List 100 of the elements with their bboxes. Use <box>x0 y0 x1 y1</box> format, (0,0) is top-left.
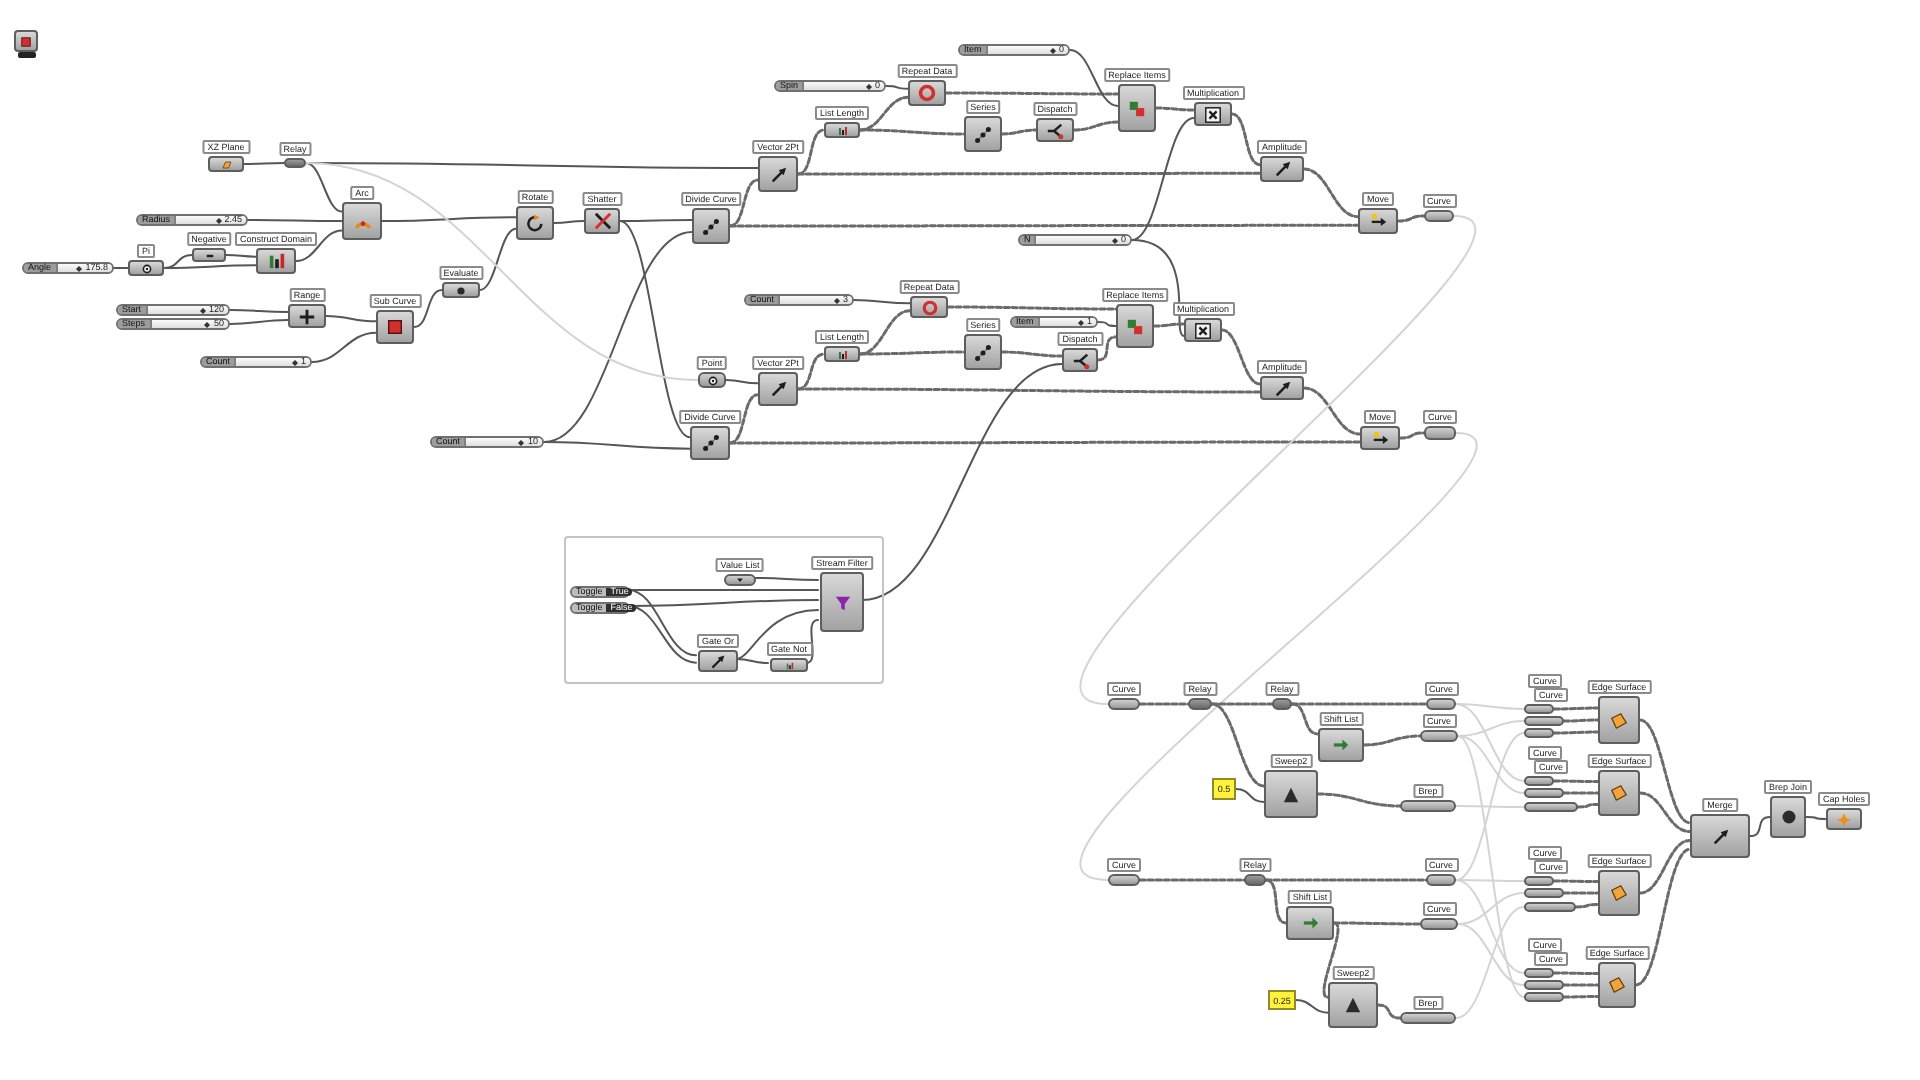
dashed-wire <box>728 178 760 228</box>
note-panel <box>1212 778 1236 800</box>
dashed-wire <box>1552 971 1600 975</box>
faint-wire <box>1455 879 1525 974</box>
wire <box>1295 999 1329 1014</box>
wire <box>479 227 517 291</box>
dashed-wire <box>1138 878 1246 882</box>
dashed-wire <box>728 440 1362 445</box>
faint-wire <box>1455 805 1525 808</box>
wire <box>543 441 691 450</box>
dashed-wire <box>1290 702 1320 736</box>
number-slider <box>116 318 230 330</box>
wire <box>885 85 909 90</box>
wire <box>725 379 759 385</box>
number-slider <box>744 294 854 306</box>
wire <box>735 609 819 660</box>
dashed-wire <box>1154 106 1196 112</box>
dashed-wire <box>1096 335 1118 362</box>
parameter-pill <box>1524 992 1564 1002</box>
wire <box>295 229 343 262</box>
wire <box>225 254 257 258</box>
faint-wire <box>1457 892 1525 925</box>
number-slider <box>1018 234 1132 246</box>
dashed-wire <box>1220 328 1262 386</box>
number-slider <box>116 304 230 316</box>
wire <box>381 216 517 222</box>
wire <box>861 363 1063 601</box>
parameter-pill <box>1524 704 1554 714</box>
dashed-wire <box>1316 792 1402 808</box>
number-slider <box>1010 316 1098 328</box>
dashed-wire <box>1638 718 1692 825</box>
wire <box>247 219 343 222</box>
number-slider <box>774 80 886 92</box>
wire <box>627 589 819 591</box>
dashed-wire <box>1210 702 1274 706</box>
dashed-wire <box>796 352 826 391</box>
wire <box>1131 239 1185 337</box>
wire <box>543 231 693 443</box>
faint-wire <box>1457 735 1525 794</box>
wire <box>1749 816 1771 837</box>
dashed-wire <box>858 128 966 136</box>
wire <box>243 162 285 165</box>
wire <box>163 264 257 269</box>
dashed-wire <box>1552 779 1600 783</box>
component-node <box>14 30 38 52</box>
dashed-wire <box>1634 847 1692 987</box>
wire <box>413 289 443 328</box>
faint-wire <box>1455 703 1525 710</box>
number-slider <box>136 214 248 226</box>
dashed-wire <box>1332 921 1422 926</box>
dashed-wire <box>1322 921 1340 999</box>
parameter-pill <box>1524 968 1554 978</box>
number-slider <box>958 44 1070 56</box>
parameter-pill <box>1524 980 1564 990</box>
dashed-wire <box>796 171 1262 176</box>
faint-wire <box>1457 720 1525 737</box>
faint-wire <box>1455 879 1525 882</box>
wire <box>735 658 769 664</box>
faint-wire <box>1455 732 1525 881</box>
dashed-wire <box>1638 838 1692 895</box>
boolean-toggle <box>570 586 630 598</box>
wire <box>229 319 289 325</box>
wire <box>229 309 289 313</box>
dashed-wire <box>1138 702 1190 706</box>
dashed-wire <box>796 128 826 176</box>
faint-wire <box>305 162 699 381</box>
wire <box>619 219 693 222</box>
dashed-wire <box>1152 322 1186 328</box>
parameter-pill <box>1524 888 1564 898</box>
dashed-wire <box>1574 903 1600 909</box>
dashed-wire <box>1264 878 1428 882</box>
wire <box>1235 788 1265 803</box>
parameter-pill <box>1524 716 1564 726</box>
group-frame <box>564 536 884 684</box>
dashed-wire <box>1376 1003 1402 1020</box>
faint-wire <box>1455 703 1525 782</box>
dashed-wire <box>1210 702 1266 788</box>
wire <box>627 589 697 657</box>
dashed-wire <box>1072 120 1120 132</box>
faint-wire <box>1457 923 1525 986</box>
parameter-pill <box>1524 802 1578 812</box>
dashed-wire <box>1576 803 1600 809</box>
dashed-wire <box>1562 995 1600 999</box>
dashed-wire <box>1562 718 1600 723</box>
wire <box>311 331 377 363</box>
dashed-wire <box>1230 112 1262 167</box>
dashed-wire <box>1000 350 1064 358</box>
wire <box>163 254 193 269</box>
parameter-pill <box>1524 728 1554 738</box>
dashed-wire <box>944 91 1120 96</box>
dashed-wire <box>728 223 1360 228</box>
wire <box>619 220 691 439</box>
faint-wire <box>1081 432 1478 881</box>
faint-wire <box>1457 735 1525 998</box>
wire <box>305 162 343 213</box>
dashed-wire <box>796 387 1262 394</box>
dashed-wire <box>858 350 966 356</box>
wire <box>1069 49 1119 107</box>
note-panel <box>1268 990 1296 1010</box>
wire <box>113 267 129 269</box>
